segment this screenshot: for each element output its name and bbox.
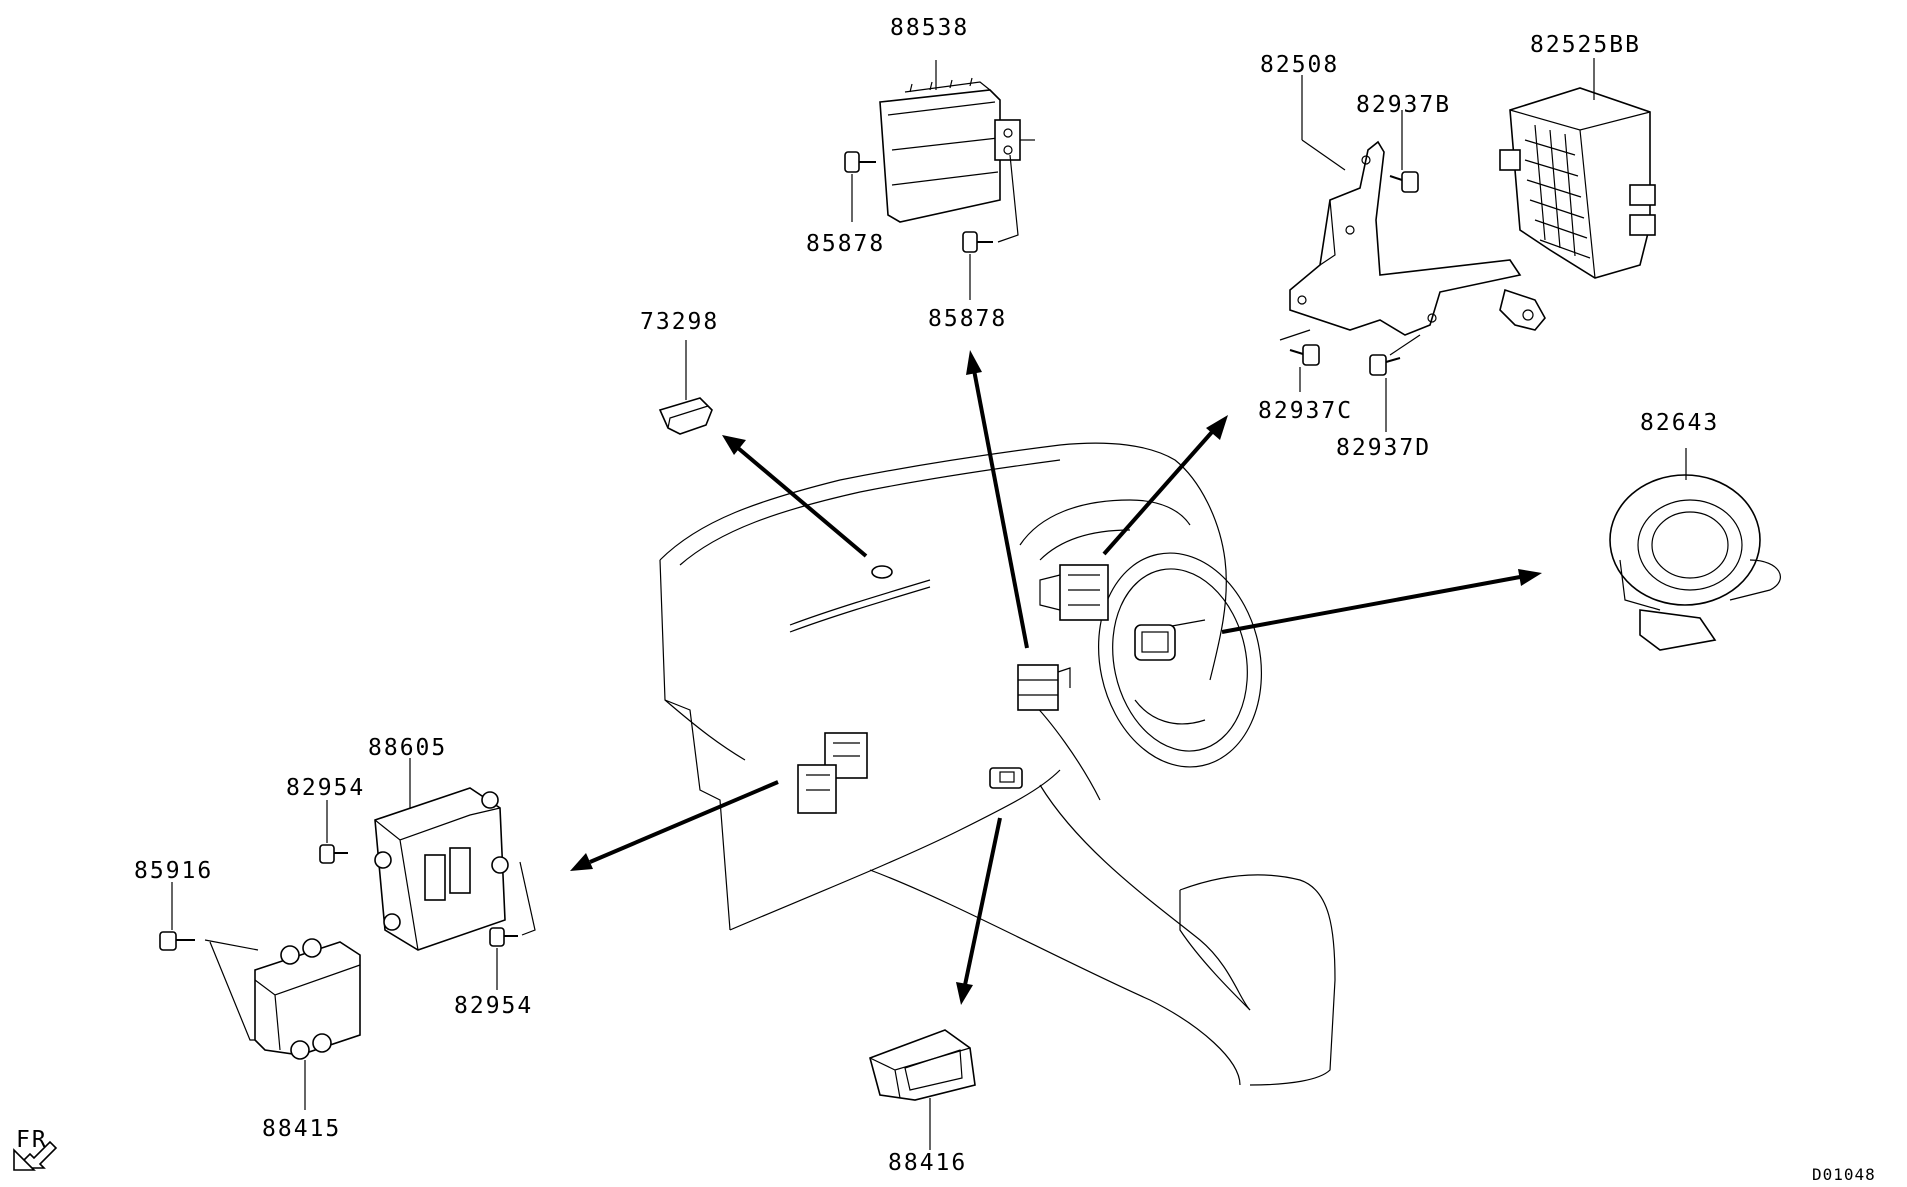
- label-82954-bottom: 82954: [454, 993, 533, 1019]
- label-85878-right: 85878: [928, 306, 1007, 332]
- label-88415: 88415: [262, 1116, 341, 1142]
- label-82954-top: 82954: [286, 775, 365, 801]
- part-82525BB-module[interactable]: [1499, 58, 1656, 279]
- label-88538: 88538: [890, 15, 969, 41]
- part-labels: 88538 85878 85878 73298 82508 82525BB 82…: [16, 15, 1876, 1184]
- label-82937B: 82937B: [1356, 92, 1451, 118]
- part-73298-sensor[interactable]: [658, 340, 713, 435]
- bolt-85916[interactable]: [159, 882, 259, 1041]
- dashboard-outline: [659, 442, 1336, 1086]
- part-82508-bracket[interactable]: [1289, 75, 1546, 336]
- label-82937D: 82937D: [1336, 435, 1431, 461]
- part-88605-module[interactable]: [374, 758, 509, 951]
- label-82508: 82508: [1260, 52, 1339, 78]
- label-73298: 73298: [640, 309, 719, 335]
- vent-grid: [1524, 124, 1591, 259]
- bolt-82954-top[interactable]: [319, 800, 348, 864]
- part-82643-clock-spring[interactable]: [1609, 448, 1781, 651]
- part-88415-sensor[interactable]: [254, 938, 361, 1110]
- label-82643: 82643: [1640, 410, 1719, 436]
- bolt-82937C[interactable]: [1279, 329, 1320, 392]
- bolt-85878-left[interactable]: [844, 151, 876, 222]
- pointer-arrows: [570, 350, 1542, 1005]
- part-88416-switch[interactable]: [869, 1029, 976, 1150]
- label-88416: 88416: [888, 1150, 967, 1176]
- label-82525BB: 82525BB: [1530, 32, 1641, 58]
- label-82937C: 82937C: [1258, 398, 1353, 424]
- bolt-82954-bottom[interactable]: [489, 861, 536, 990]
- front-direction-indicator: [13, 1140, 58, 1171]
- bolt-85878-right[interactable]: [962, 154, 1019, 300]
- label-85916: 85916: [134, 858, 213, 884]
- part-88538-ecu[interactable]: [879, 77, 1035, 223]
- installed-components: [797, 564, 1109, 814]
- label-fr: FR: [16, 1127, 48, 1153]
- bolt-82937B[interactable]: [1389, 110, 1419, 193]
- drawing-id: D01048: [1812, 1165, 1876, 1184]
- label-88605: 88605: [368, 735, 447, 761]
- bolt-82937D[interactable]: [1369, 334, 1421, 432]
- label-85878-left: 85878: [806, 231, 885, 257]
- steering-wheel: [1097, 552, 1263, 768]
